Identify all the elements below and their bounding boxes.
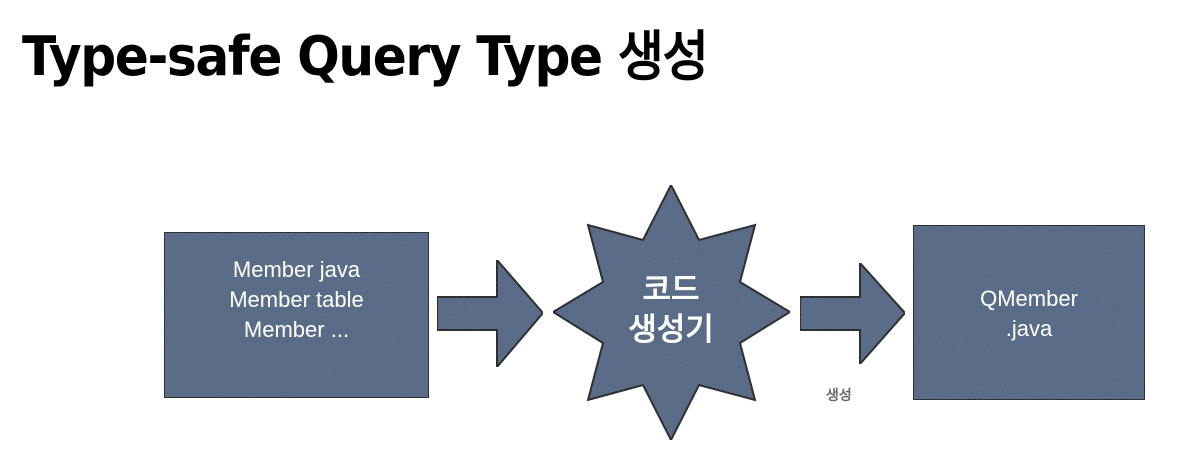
arrow-right-icon [436,257,545,370]
generator-line: 생성기 [628,312,714,348]
output-line: QMember [980,286,1078,311]
source-line: Member java [232,257,361,282]
source-box [163,231,430,399]
source-line: Member ... [243,317,350,342]
arrow-caption: 생성 [826,388,852,404]
source-line: Member table [229,287,364,312]
output-box [912,224,1146,401]
star-shape [551,182,792,443]
generator-line: 코드 [642,272,700,308]
output-box-label: QMember .java [913,284,1145,344]
arrow-right-icon [799,260,907,367]
generator-label: 코드 생성기 [591,270,751,350]
slide-title: Type-safe Query Type 생성 [22,25,709,88]
output-line: .java [1005,316,1053,341]
source-box-label: Member java Member table Member ... [164,255,429,345]
